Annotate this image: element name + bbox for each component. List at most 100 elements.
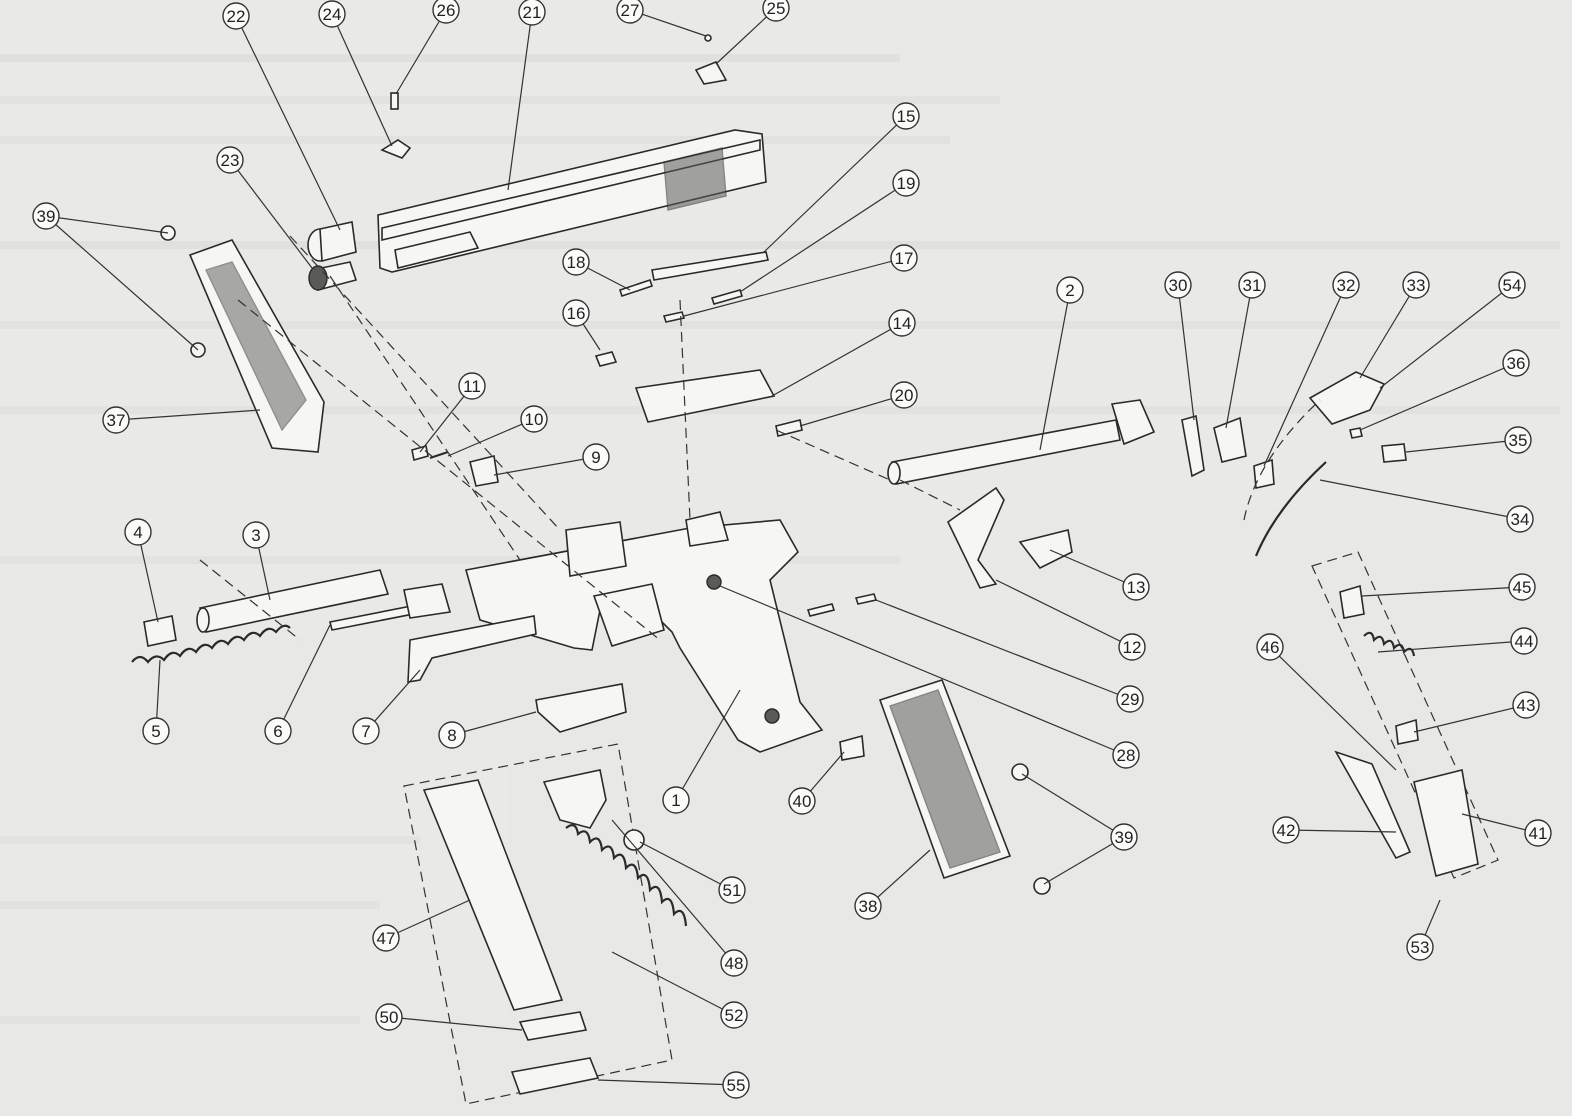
callout-circle (718, 876, 746, 904)
callout-42: 42 (1272, 816, 1300, 844)
callout-19: 19 (892, 169, 920, 197)
callout-41: 41 (1524, 819, 1552, 847)
callout-label: 1 (671, 791, 680, 810)
slide-assembly (377, 129, 767, 273)
callout-label: 41 (1529, 824, 1548, 843)
leader-line-6 (277, 624, 331, 732)
callout-circle (582, 443, 610, 471)
callout-circle (1504, 426, 1532, 454)
callout-circle (890, 381, 918, 409)
leader-line-45 (1361, 586, 1523, 597)
callout-label: 37 (107, 411, 126, 430)
callout-label: 20 (895, 386, 914, 405)
callout-circle (1238, 271, 1266, 299)
callout-4: 4 (124, 518, 152, 546)
callout-7: 7 (352, 717, 380, 745)
callout-43: 43 (1512, 691, 1540, 719)
callout-22: 22 (222, 2, 250, 30)
callout-label: 4 (133, 523, 142, 542)
callout-circle (616, 0, 644, 24)
leader-line-28 (719, 585, 1127, 756)
callout-circle (32, 202, 60, 230)
callout-label: 51 (723, 881, 742, 900)
leader-line-46 (1269, 646, 1397, 771)
callout-40: 40 (788, 787, 816, 815)
barrel-bushing (307, 221, 357, 263)
leader-line-26 (395, 9, 447, 95)
callout-label: 39 (37, 207, 56, 226)
recoil-spring-guide (131, 569, 390, 664)
leader-line-4 (137, 531, 159, 623)
callout-circle (1508, 573, 1536, 601)
leader-line-12 (995, 579, 1133, 648)
rear-sight (380, 34, 728, 159)
leader-line-44 (1377, 640, 1525, 653)
callout-25: 25 (762, 0, 790, 22)
callout-16: 16 (562, 299, 590, 327)
leader-line-21 (507, 11, 533, 191)
callout-label: 30 (1169, 276, 1188, 295)
callout-label: 32 (1337, 276, 1356, 295)
callout-label: 35 (1509, 431, 1528, 450)
callout-18: 18 (562, 248, 590, 276)
callout-52: 52 (720, 1001, 748, 1029)
callout-50: 50 (375, 1003, 403, 1031)
callout-label: 5 (151, 722, 160, 741)
rear-sight-base (634, 369, 803, 437)
safety-and-pins (411, 444, 878, 761)
callout-label: 12 (1123, 638, 1142, 657)
leader-line-37 (115, 409, 261, 421)
callout-circle (318, 0, 346, 28)
callout-circle (375, 1003, 403, 1031)
callout-circle (722, 1071, 750, 1099)
callout-label: 6 (273, 722, 282, 741)
callout-circle (662, 786, 690, 814)
callout-20: 20 (890, 381, 918, 409)
callout-label: 38 (859, 897, 878, 916)
leader-line-33 (1359, 284, 1417, 379)
callout-circle (562, 248, 590, 276)
leader-line-2 (1039, 289, 1071, 451)
callout-12: 12 (1118, 633, 1146, 661)
callout-circle (1402, 271, 1430, 299)
callout-circle (1056, 276, 1084, 304)
callout-35: 35 (1504, 426, 1532, 454)
callout-15: 15 (892, 102, 920, 130)
callout-30: 30 (1164, 271, 1192, 299)
leader-line-20 (799, 394, 905, 427)
callout-circle (372, 924, 400, 952)
callout-circle (1512, 691, 1540, 719)
leader-line-15 (763, 115, 907, 253)
callout-32: 32 (1332, 271, 1360, 299)
callout-circle (124, 518, 152, 546)
leader-line-54 (1379, 284, 1513, 389)
leader-line-31 (1225, 284, 1253, 429)
leader-line-38 (867, 849, 931, 907)
callout-28: 28 (1112, 741, 1140, 769)
callout-circle (458, 372, 486, 400)
callout-13: 13 (1122, 573, 1150, 601)
callout-45: 45 (1508, 573, 1536, 601)
leader-line-17 (683, 257, 905, 317)
callout-9: 9 (582, 443, 610, 471)
callout-label: 7 (361, 722, 370, 741)
callout-label: 50 (380, 1008, 399, 1027)
callout-21: 21 (518, 0, 546, 26)
callout-circle (1332, 271, 1360, 299)
callout-circle (1502, 349, 1530, 377)
callout-circle (562, 299, 590, 327)
callout-label: 29 (1121, 690, 1140, 709)
callout-23: 23 (216, 146, 244, 174)
callout-1: 1 (662, 786, 690, 814)
assembly-dashed-lines (199, 235, 1321, 641)
callout-label: 8 (447, 726, 456, 745)
callout-10: 10 (520, 405, 548, 433)
callout-circle (1122, 573, 1150, 601)
callout-label: 44 (1515, 632, 1534, 651)
callout-label: 23 (221, 151, 240, 170)
callout-26: 26 (432, 0, 460, 24)
callout-34: 34 (1506, 505, 1534, 533)
callout-label: 11 (463, 377, 481, 396)
callout-circle (1498, 271, 1526, 299)
extractor-and-firing-pin (594, 251, 769, 367)
